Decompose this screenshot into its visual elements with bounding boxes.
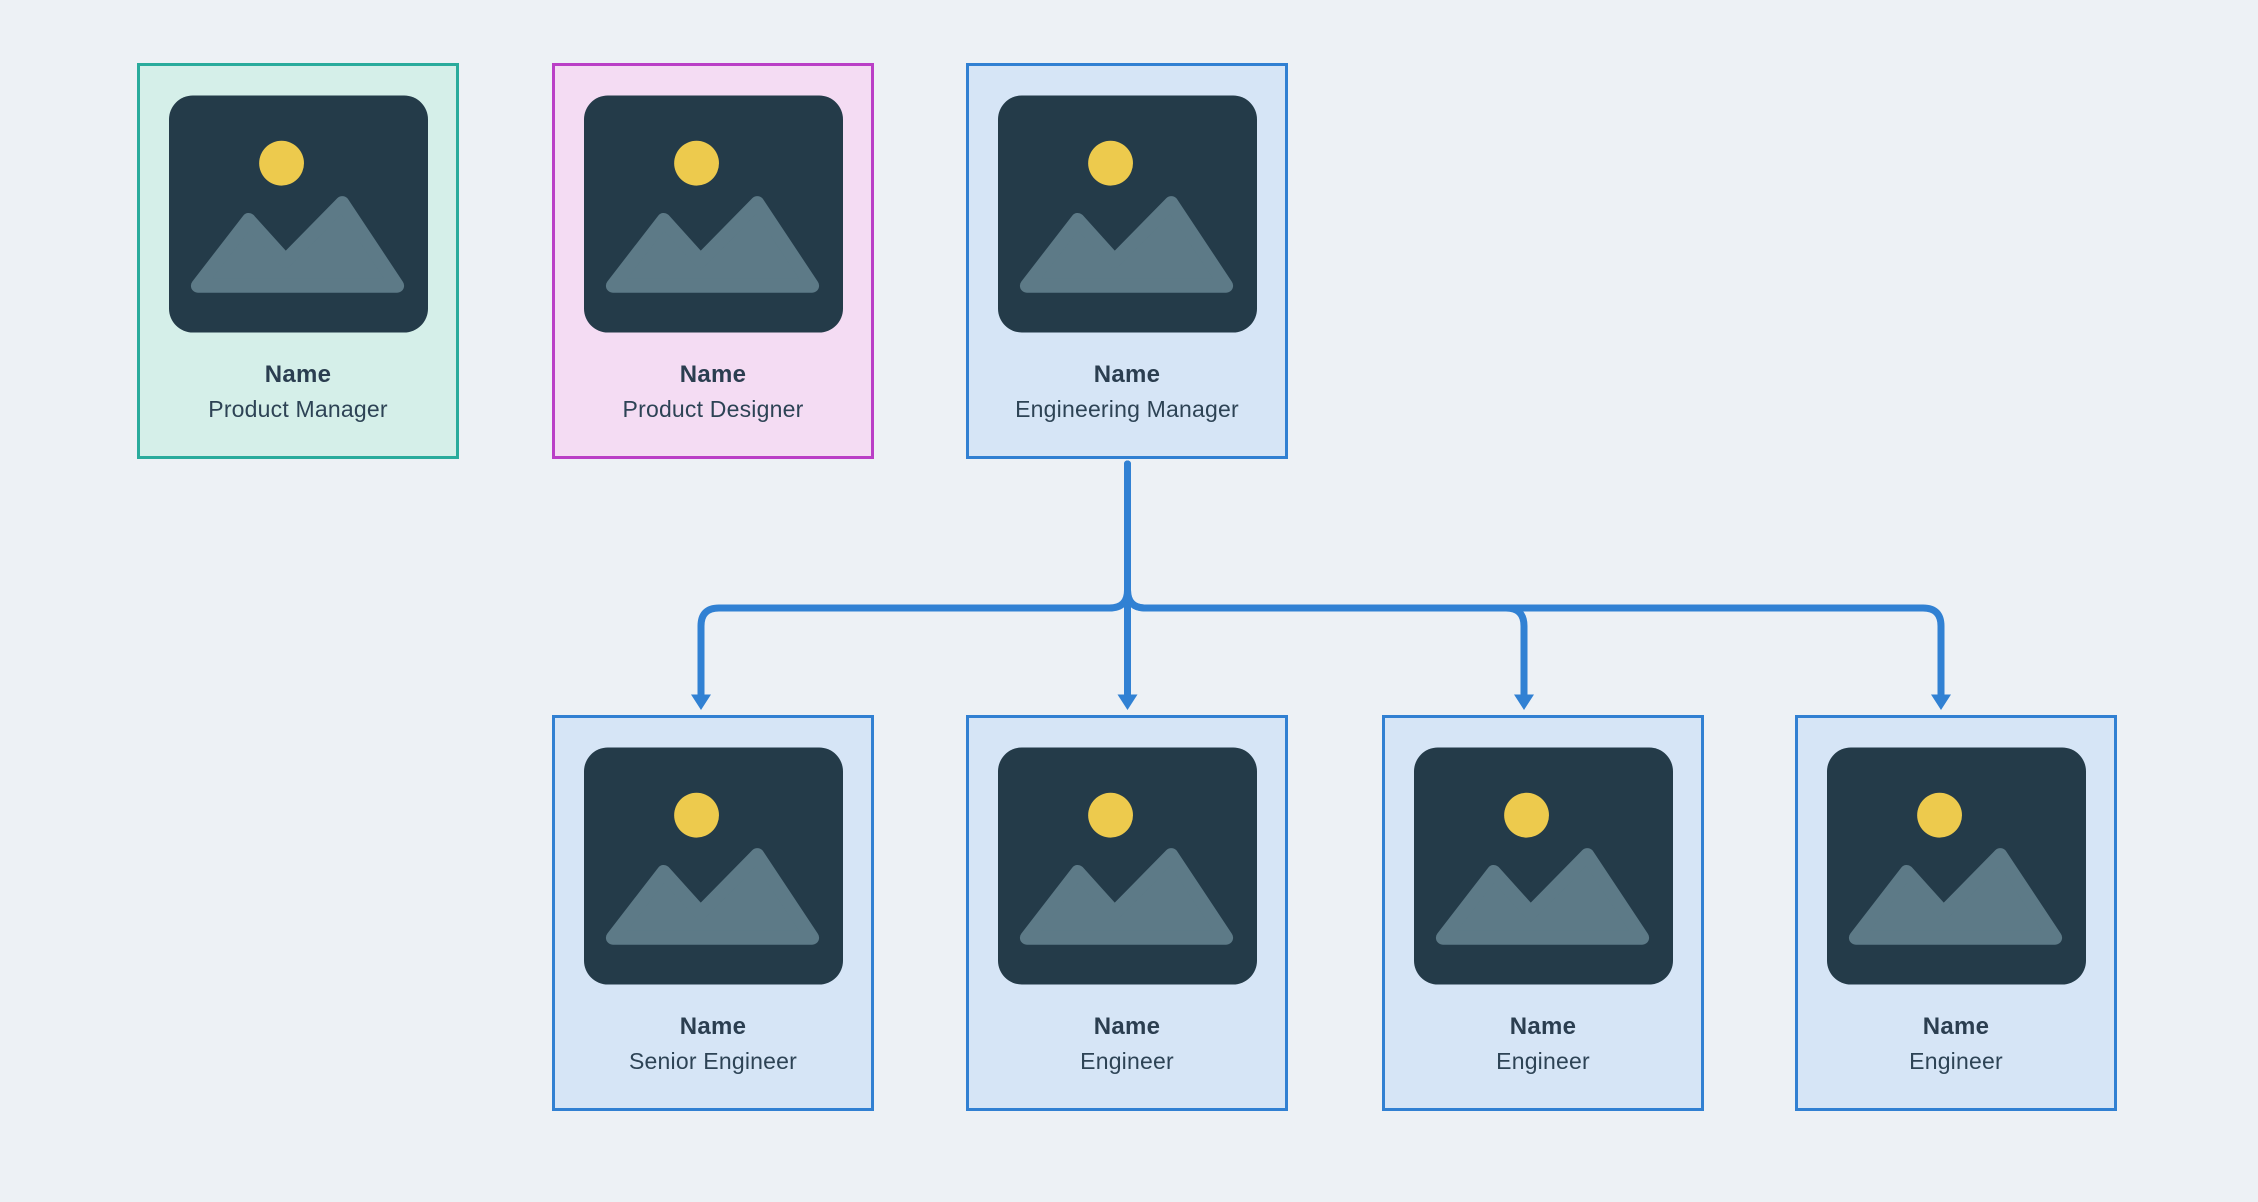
arrowhead-icon <box>1931 694 1951 710</box>
connector-em-to-senior-engineer[interactable] <box>697 460 1131 700</box>
person-name: Name <box>264 361 332 388</box>
org-card-product-designer[interactable]: Name Product Designer <box>552 63 874 459</box>
connector-em-to-engineer-2[interactable] <box>1124 460 1528 700</box>
person-name: Name <box>679 1013 747 1040</box>
card-labels: Name Senior Engineer <box>629 1012 797 1076</box>
arrowhead-icon <box>1514 694 1534 710</box>
person-role: Product Designer <box>622 396 804 422</box>
card-labels: Name Engineering Manager <box>1015 360 1239 424</box>
org-card-engineer-3[interactable]: Name Engineer <box>1795 715 2117 1111</box>
card-labels: Name Engineer <box>1080 1012 1174 1076</box>
person-name: Name <box>1509 1013 1577 1040</box>
person-name: Name <box>679 361 747 388</box>
org-connectors[interactable] <box>697 460 1945 700</box>
connector-arrowheads <box>691 694 1951 710</box>
photo-placeholder-icon <box>1413 747 1673 985</box>
arrowhead-icon <box>691 694 711 710</box>
org-card-product-manager[interactable]: Name Product Manager <box>137 63 459 459</box>
card-labels: Name Engineer <box>1496 1012 1590 1076</box>
org-card-senior-engineer[interactable]: Name Senior Engineer <box>552 715 874 1111</box>
photo-placeholder-icon <box>997 747 1257 985</box>
photo-placeholder-icon <box>583 95 843 333</box>
arrowhead-icon <box>1117 694 1138 710</box>
person-name: Name <box>1093 361 1161 388</box>
person-role: Engineering Manager <box>1015 396 1239 422</box>
person-role: Product Manager <box>208 396 388 422</box>
person-role: Senior Engineer <box>629 1048 797 1074</box>
card-labels: Name Product Designer <box>623 360 804 424</box>
photo-placeholder-icon <box>168 95 428 333</box>
photo-placeholder-icon <box>583 747 843 985</box>
photo-placeholder-icon <box>997 95 1257 333</box>
org-card-engineer-1[interactable]: Name Engineer <box>966 715 1288 1111</box>
org-card-engineering-manager[interactable]: Name Engineering Manager <box>966 63 1288 459</box>
person-name: Name <box>1093 1013 1161 1040</box>
card-labels: Name Product Manager <box>208 360 387 424</box>
photo-placeholder-icon <box>1826 747 2086 985</box>
org-card-engineer-2[interactable]: Name Engineer <box>1382 715 1704 1111</box>
person-name: Name <box>1922 1013 1990 1040</box>
connector-em-to-engineer-3[interactable] <box>1124 460 1945 700</box>
person-role: Engineer <box>1496 1048 1590 1074</box>
person-role: Engineer <box>1909 1048 2003 1074</box>
card-labels: Name Engineer <box>1909 1012 2003 1076</box>
person-role: Engineer <box>1080 1048 1174 1074</box>
